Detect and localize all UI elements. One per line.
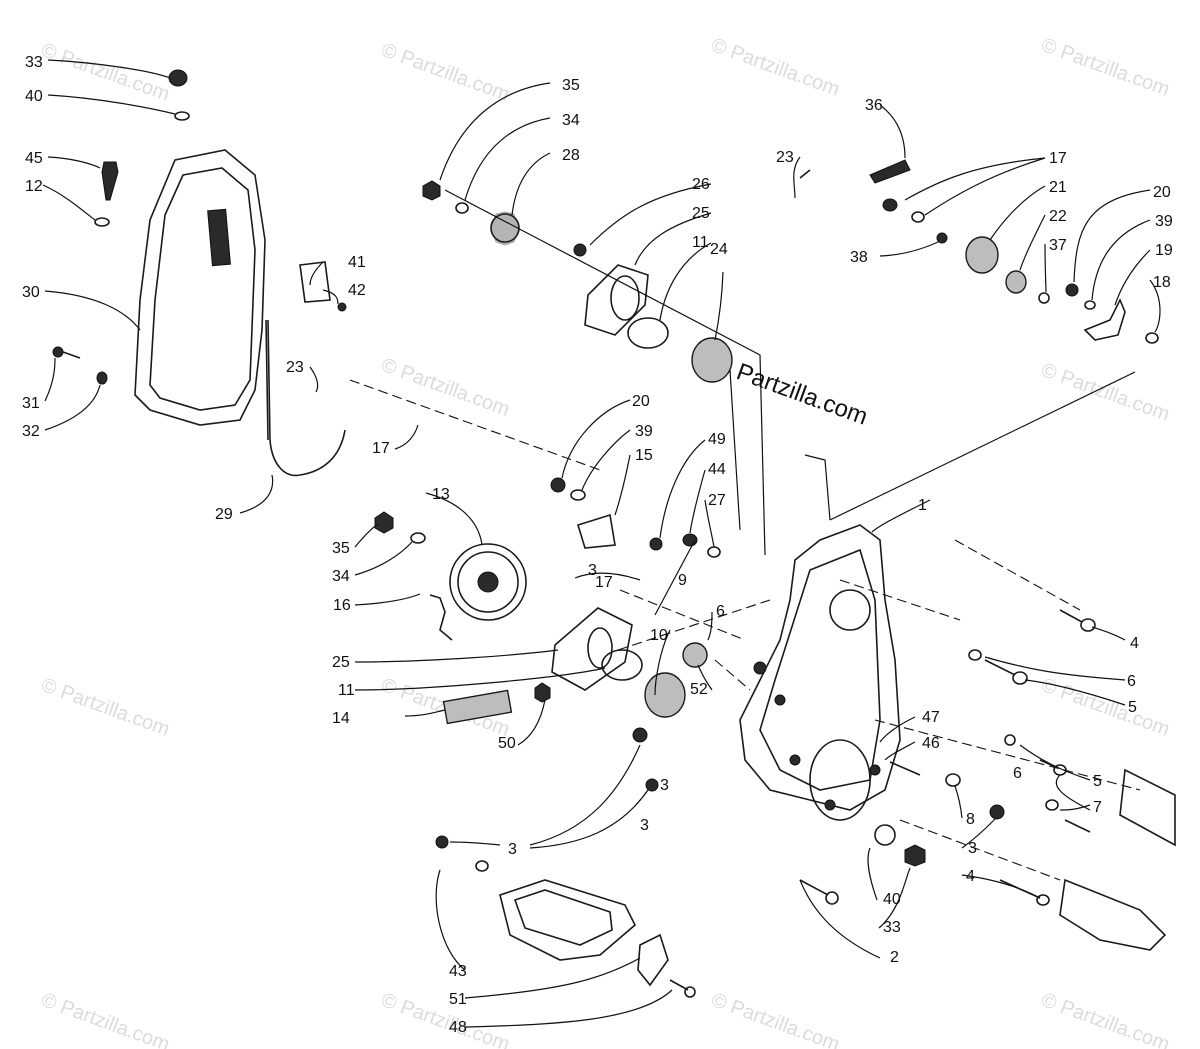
callout-label: 6 xyxy=(716,603,725,620)
callout-label: 17 xyxy=(372,440,390,457)
watermark: © Partzilla.com xyxy=(1038,34,1172,101)
callout-label: 36 xyxy=(865,97,883,114)
chaincase-cover xyxy=(134,149,266,426)
callout-label: 14 xyxy=(332,710,350,727)
leader-lines xyxy=(42,59,1161,1028)
callout-label: 1 xyxy=(918,497,927,514)
callout-label: 38 xyxy=(850,249,868,266)
callout-label: 18 xyxy=(1153,274,1171,291)
left-nuts xyxy=(435,727,659,872)
callout-label: 29 xyxy=(215,506,233,523)
callout-label: 26 xyxy=(692,176,710,193)
cover-hardware xyxy=(52,69,190,385)
callout-label: 32 xyxy=(22,423,40,440)
watermark: © Partzilla.com xyxy=(378,39,512,106)
callout-label: 3 xyxy=(640,817,649,834)
callout-label: 45 xyxy=(25,150,43,167)
callout-label: 23 xyxy=(286,359,304,376)
callout-label: 19 xyxy=(1155,242,1173,259)
callout-label: 21 xyxy=(1049,179,1067,196)
alignment-lines xyxy=(349,189,1141,881)
callout-label: 24 xyxy=(710,241,728,258)
watermark: © Partzilla.com xyxy=(38,674,172,741)
callout-label: 39 xyxy=(635,423,653,440)
idler-assembly xyxy=(799,159,1159,344)
callout-label: 7 xyxy=(1093,799,1102,816)
callout-label: 12 xyxy=(25,178,43,195)
watermark: © Partzilla.com xyxy=(1038,989,1172,1049)
callout-label: 52 xyxy=(690,681,708,698)
callout-label: 3 xyxy=(660,777,669,794)
callout-label: 34 xyxy=(332,568,350,585)
callout-label: 30 xyxy=(22,284,40,301)
callout-label: 5 xyxy=(1093,773,1102,790)
callout-label: 20 xyxy=(632,393,650,410)
callout-label: 5 xyxy=(1128,699,1137,716)
callout-label: 46 xyxy=(922,735,940,752)
callout-label: 40 xyxy=(25,88,43,105)
callout-label: 11 xyxy=(692,234,709,251)
callout-label: 35 xyxy=(332,540,350,557)
callout-label: 37 xyxy=(1049,237,1067,254)
callout-label: 40 xyxy=(883,891,901,908)
callout-label: 17 xyxy=(595,574,613,591)
decal xyxy=(299,261,347,312)
callout-label: 20 xyxy=(1153,184,1171,201)
top-shaft-parts xyxy=(422,180,733,383)
callout-label: 31 xyxy=(22,395,40,412)
oil-pump-housing xyxy=(499,879,696,998)
callout-labels: 1 2 3 3 3 3 3 4 4 5 5 6 6 6 7 8 9 10 11 … xyxy=(22,54,1173,1036)
callout-label: 34 xyxy=(562,112,580,129)
callout-label: 49 xyxy=(708,431,726,448)
cable xyxy=(265,319,346,477)
site-label: Partzilla.com xyxy=(733,358,871,430)
callout-label: 50 xyxy=(498,735,516,752)
callout-label: 6 xyxy=(1127,673,1136,690)
callout-label: 25 xyxy=(332,654,350,671)
callout-label: 47 xyxy=(922,709,940,726)
watermark: © Partzilla.com xyxy=(38,989,172,1049)
watermark: © Partzilla.com xyxy=(708,34,842,101)
callout-label: 35 xyxy=(562,77,580,94)
callout-label: 39 xyxy=(1155,213,1173,230)
watermark: © Partzilla.com xyxy=(708,989,842,1049)
callout-label: 4 xyxy=(1130,635,1139,652)
dipstick xyxy=(94,161,119,227)
callout-label: 11 xyxy=(338,682,355,699)
callout-label: 2 xyxy=(890,949,899,966)
callout-label: 48 xyxy=(449,1019,467,1036)
callout-label: 23 xyxy=(776,149,794,166)
callout-label: 41 xyxy=(348,254,366,271)
right-fasteners xyxy=(799,609,1176,951)
callout-label: 3 xyxy=(968,840,977,857)
watermark: © Partzilla.com xyxy=(1038,359,1172,426)
watermark: © Partzilla.com xyxy=(378,354,512,421)
watermark: © Partzilla.com xyxy=(378,989,512,1049)
callout-label: 3 xyxy=(508,841,517,858)
callout-label: 16 xyxy=(333,597,351,614)
callout-label: 22 xyxy=(1049,208,1067,225)
callout-label: 17 xyxy=(1049,150,1067,167)
callout-label: 42 xyxy=(348,282,366,299)
tensioner-bracket-parts xyxy=(550,477,721,558)
callout-label: 27 xyxy=(708,492,726,509)
callout-label: 51 xyxy=(449,991,467,1008)
callout-label: 8 xyxy=(966,811,975,828)
callout-label: 13 xyxy=(432,486,450,503)
watermark-layer: © Partzilla.com © Partzilla.com © Partzi… xyxy=(38,34,1172,1049)
callout-label: 25 xyxy=(692,205,710,222)
callout-label: 28 xyxy=(562,147,580,164)
callout-label: 3 xyxy=(588,562,597,579)
callout-label: 33 xyxy=(883,919,901,936)
callout-label: 44 xyxy=(708,461,726,478)
callout-label: 33 xyxy=(25,54,43,71)
callout-label: 15 xyxy=(635,447,653,464)
chaincase-body xyxy=(739,524,901,821)
callout-label: 43 xyxy=(449,963,467,980)
callout-label: 10 xyxy=(650,627,668,644)
callout-label: 9 xyxy=(678,572,687,589)
watermark: © Partzilla.com xyxy=(1038,674,1172,741)
callout-label: 6 xyxy=(1013,765,1022,782)
